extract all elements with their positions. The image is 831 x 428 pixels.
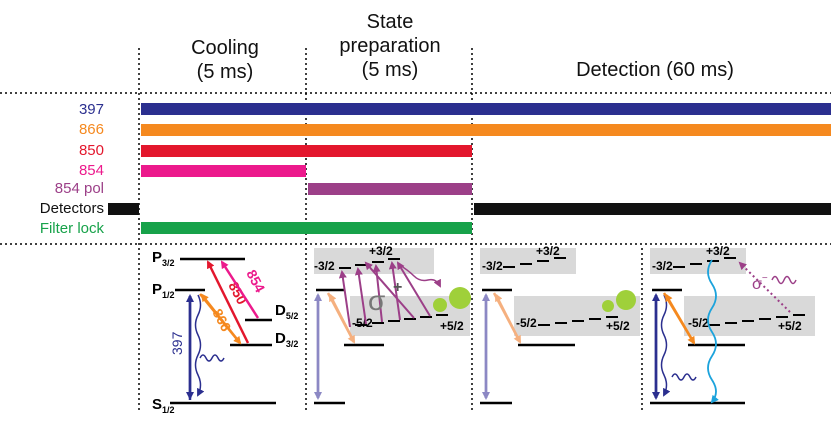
detection-diagram-left: -3/2 +3/2 -5/2 +5/2 [480, 244, 640, 405]
det2-m-minus32: -3/2 [652, 259, 673, 273]
state-preparation-line0: State [366, 11, 414, 33]
bar-854-pol [308, 183, 472, 195]
det2-m-plus32: +3/2 [706, 244, 730, 258]
cooling-title: Cooling (5 ms) [150, 36, 300, 84]
p12-sub: 1/2 [162, 290, 175, 300]
d52-label: D [275, 302, 286, 319]
bar-854 [141, 165, 306, 177]
s12-sub: 1/2 [162, 405, 175, 415]
det1-m-minus52: -5/2 [516, 316, 537, 330]
cooling-title-line1: Cooling [191, 37, 259, 59]
svg-text:P1/2: P1/2 [152, 281, 175, 300]
det2-m-plus52: +5/2 [778, 319, 802, 333]
prep-m-plus52: +5/2 [440, 319, 464, 333]
sigma-plus-symbol: σ [368, 285, 385, 316]
svg-text:D3/2: D3/2 [275, 330, 298, 349]
label-850: 850 [78, 142, 104, 159]
detection-title-line: Detection (60 ms) [576, 59, 734, 81]
cooling-level-diagram: P3/2 P1/2 D5/2 D3/2 S1/2 397 866 850 854 [152, 249, 298, 415]
sigma-plus-sign: + [393, 279, 402, 296]
label-854-pol: 854 pol [54, 180, 104, 197]
bar-filter-lock [141, 222, 472, 234]
svg-text:S1/2: S1/2 [152, 396, 175, 415]
label-854: 854 [78, 162, 104, 179]
det1-m-minus32: -3/2 [482, 259, 503, 273]
bar-397 [141, 103, 831, 115]
cooling-duration: (5 ms) [196, 61, 254, 83]
prep-m-minus52: -5/2 [352, 316, 373, 330]
label-397: 397 [78, 101, 104, 118]
detection-diagram-right: -3/2 +3/2 -5/2 +5/2 σ− [650, 244, 815, 405]
d32-sub: 3/2 [286, 339, 299, 349]
p32-label: P [152, 249, 162, 266]
svg-text:D5/2: D5/2 [275, 302, 298, 321]
det1-m-plus52: +5/2 [606, 319, 630, 333]
sigma-minus-symbol: σ− [752, 273, 768, 293]
state-preparation-duration: (5 ms) [361, 59, 419, 81]
detection-title: Detection (60 ms) [480, 58, 830, 82]
transition-854-label: 854 [243, 267, 268, 295]
bar-866 [141, 124, 831, 136]
s12-label: S [152, 396, 162, 413]
label-866: 866 [78, 121, 104, 138]
prep-m-plus32: +3/2 [369, 244, 393, 258]
label-filter-lock: Filter lock [39, 220, 104, 237]
svg-text:P3/2: P3/2 [152, 249, 175, 268]
d32-label: D [275, 330, 286, 347]
p12-label: P [152, 281, 162, 298]
state-preparation-diagram: -3/2 +3/2 -5/2 +5/2 σ + [314, 244, 471, 405]
state-preparation-title: State preparation (5 ms) [310, 10, 470, 82]
d52-sub: 5/2 [286, 311, 299, 321]
bar-detectors-detection [474, 203, 831, 215]
transition-397-label: 397 [169, 331, 185, 355]
state-preparation-line1: preparation [339, 35, 441, 57]
det1-m-plus32: +3/2 [536, 244, 560, 258]
bar-850 [141, 145, 472, 157]
label-detectors: Detectors [39, 200, 104, 217]
det2-m-minus52: -5/2 [688, 316, 709, 330]
sigma-minus-sign: − [762, 273, 768, 284]
bar-detectors-cooling [108, 203, 139, 215]
sigma-minus-sigma: σ [752, 276, 762, 293]
prep-m-minus32: -3/2 [314, 259, 335, 273]
p32-sub: 3/2 [162, 258, 175, 268]
timing-bars [108, 103, 831, 234]
